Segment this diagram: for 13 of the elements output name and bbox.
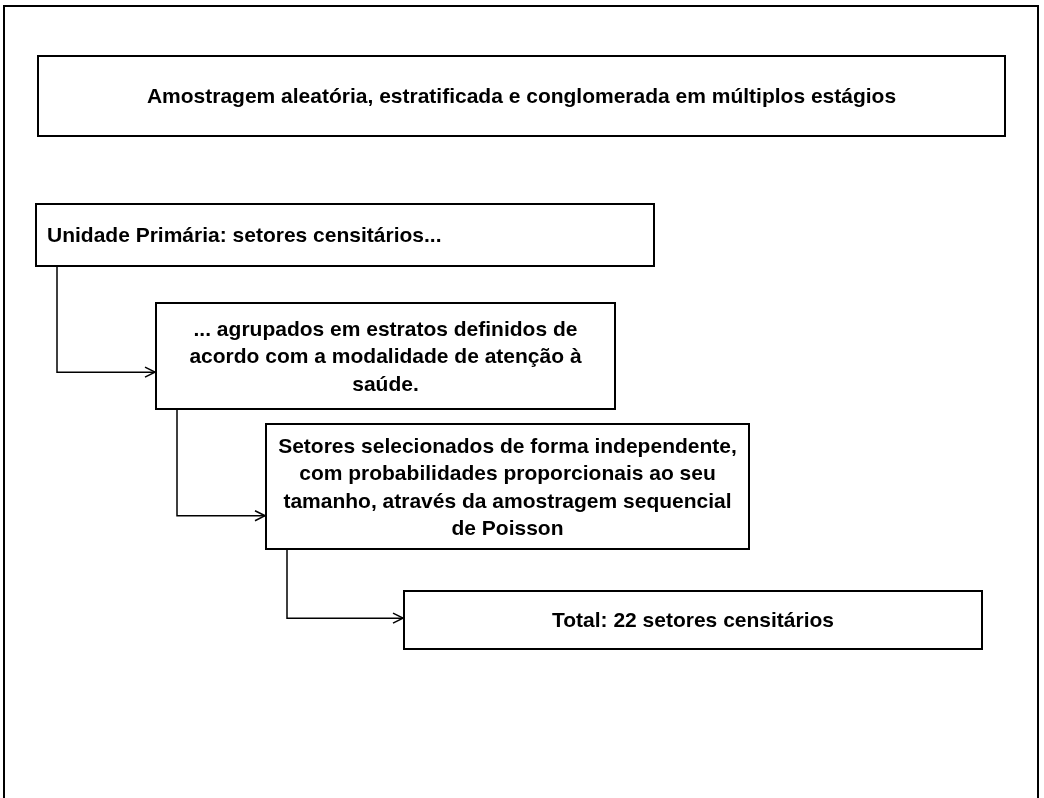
- arrow: [56, 266, 156, 378]
- arrow: [176, 409, 266, 522]
- process-box: [155, 302, 616, 410]
- box-text: Unidade Primária: setores censitários...: [47, 222, 442, 249]
- process-box: [265, 423, 750, 550]
- box-text: Setores selecionados de forma independente, com probabilidades proporcionais ao seu tamanho, através da amostragem sequencial de Poisson: [277, 432, 738, 541]
- box-text: Total: 22 setores censitários: [551, 607, 835, 634]
- box-text: Amostragem aleatória, estratificada e conglomerada em múltiplos estágios: [146, 83, 897, 110]
- arrow: [286, 549, 404, 624]
- process-box: [35, 203, 655, 267]
- box-text: ... agrupados em estratos definidos de acordo com a modalidade de atenção à saúde.: [188, 316, 583, 397]
- title-box: [37, 55, 1006, 137]
- process-box: [403, 590, 983, 650]
